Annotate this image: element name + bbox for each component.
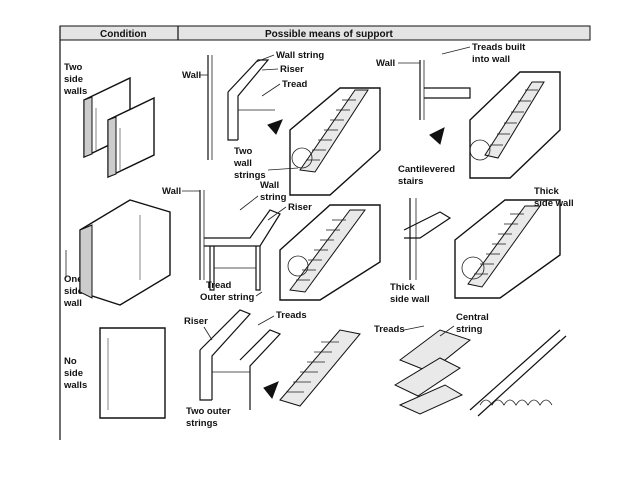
label-wall-b: Wall <box>376 58 395 69</box>
condition-no-side-walls-line3: walls <box>63 380 87 391</box>
label-treads: Treads <box>276 310 307 321</box>
condition-one-side-wall-line3: wall <box>63 298 82 309</box>
stair-against-wall <box>279 204 381 301</box>
label-thick-wall-b-2: side wall <box>534 198 574 209</box>
row-two-side-walls: Two side walls Wall Wall string Riser Tr… <box>63 42 561 196</box>
condition-no-side-walls-line2: side <box>64 368 83 379</box>
label-thick-wall-a-1: Thick <box>390 282 416 293</box>
label-treads-built-2: into wall <box>472 54 510 65</box>
label-thick-wall-a-2: side wall <box>390 294 430 305</box>
label-tread-2: Tread <box>206 280 232 291</box>
label-wall: Wall <box>162 186 181 197</box>
wall-string-detail <box>207 55 283 160</box>
label-two-outer-strings-2: strings <box>186 418 218 429</box>
row-no-side-walls: No side walls Riser Treads Two outer str… <box>63 309 567 429</box>
thick-wall-stair <box>454 199 561 299</box>
label-wall-a: Wall <box>182 70 201 81</box>
condition-one-side-wall-line2: side <box>64 286 83 297</box>
label-two-wall-strings-3: strings <box>234 170 266 181</box>
single-wall-sketch <box>65 199 171 306</box>
label-wall-string: Wall string <box>276 50 324 61</box>
treads-into-wall-detail <box>419 60 471 145</box>
label-tread: Tread <box>282 79 308 90</box>
label-treads-built-1: Treads built <box>472 42 526 53</box>
label-cantilevered-1: Cantilevered <box>398 164 455 175</box>
condition-two-side-walls-line2: side <box>64 74 83 85</box>
cantilevered-stair-sketch <box>469 71 561 179</box>
open-floor-sketch <box>99 327 166 419</box>
two-outer-strings-detail <box>199 309 282 410</box>
label-outer-string: Outer string <box>200 292 255 303</box>
label-riser-2: Riser <box>288 202 312 213</box>
label-two-wall-strings-1: Two <box>234 146 252 157</box>
wall-string-outer-detail <box>199 190 281 291</box>
row-one-side-wall: One side wall Wall Wall string Riser Tre… <box>63 180 574 309</box>
stair-between-walls <box>289 87 381 196</box>
condition-one-side-wall-line1: One <box>64 274 82 285</box>
label-riser: Riser <box>280 64 304 75</box>
label-wall-string-1: Wall <box>260 180 279 191</box>
condition-two-side-walls-line3: walls <box>63 86 87 97</box>
label-central-string-1: Central <box>456 312 489 323</box>
central-string-stair <box>393 329 567 417</box>
two-walls-sketch <box>83 76 155 179</box>
label-two-wall-strings-2: wall <box>233 158 252 169</box>
freestanding-stair <box>279 329 361 407</box>
label-riser-3: Riser <box>184 316 208 327</box>
label-treads-b: Treads <box>374 324 405 335</box>
condition-no-side-walls-line1: No <box>64 356 77 367</box>
thick-wall-detail-a <box>403 198 452 280</box>
label-cantilevered-2: stairs <box>398 176 423 187</box>
label-two-outer-strings-1: Two outer <box>186 406 231 417</box>
header-condition: Condition <box>100 29 147 40</box>
condition-two-side-walls-line1: Two <box>64 62 82 73</box>
header-support: Possible means of support <box>265 29 393 40</box>
label-wall-string-2: string <box>260 192 287 203</box>
label-central-string-2: string <box>456 324 483 335</box>
label-thick-wall-b-1: Thick <box>534 186 560 197</box>
